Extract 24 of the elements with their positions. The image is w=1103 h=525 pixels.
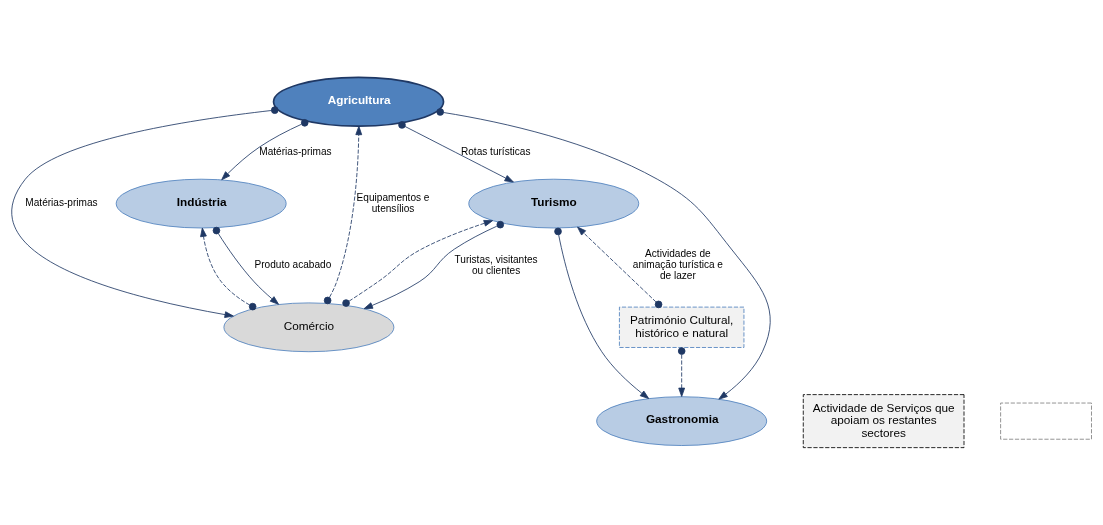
arrow <box>577 226 663 309</box>
edge-label: Produto acabado <box>254 259 332 271</box>
arrow <box>554 227 650 399</box>
edge-label: Equipamentos e utensílios <box>356 191 430 214</box>
arrow <box>221 119 309 181</box>
node-box: Património Cultural, histórico e natural <box>619 306 745 348</box>
arrow <box>323 125 363 305</box>
arrow <box>436 108 771 400</box>
arrow <box>200 227 257 311</box>
edge-label: Matérias-primas <box>259 146 332 158</box>
edge-label: Actividades de animação turística e de lazer <box>632 248 723 281</box>
node-ellipse: Gastronomia <box>596 396 768 446</box>
edge-label: Rotas turísticas <box>460 146 531 158</box>
node-ellipse: Indústria <box>115 178 287 229</box>
node-box: Actividade de Serviços que apoiam os restantes sectores <box>802 394 965 449</box>
arrow <box>363 220 505 310</box>
edge-label: Turistas, visitantes ou clientes <box>454 253 538 276</box>
arrow <box>11 106 279 318</box>
edge-label: Matérias-primas <box>25 197 98 209</box>
node-box <box>1000 402 1092 440</box>
arrow <box>212 226 279 305</box>
arrow <box>398 121 514 183</box>
arrow <box>342 220 493 307</box>
arrow <box>677 347 686 397</box>
